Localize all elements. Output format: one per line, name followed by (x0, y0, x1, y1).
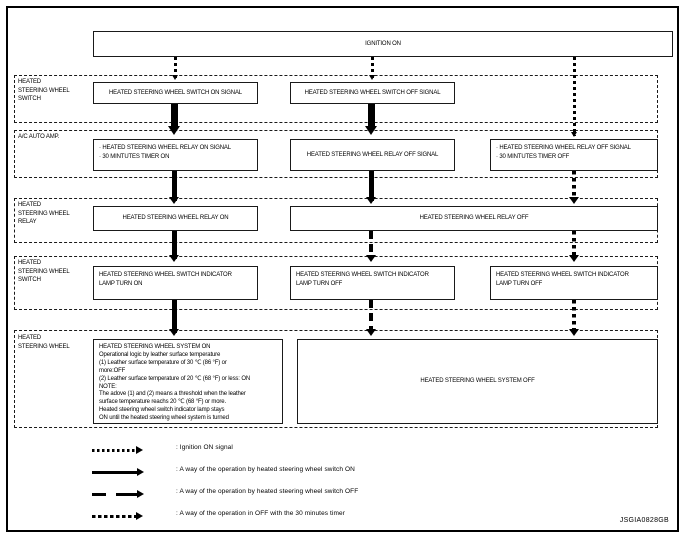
legend-row-switch-on: : A way of the operation by heated steer… (92, 462, 522, 484)
arrowhead-indicator-to-system-col2 (366, 329, 376, 336)
box-relay-off-signal-timer: · HEATED STEERING WHEEL RELAY OFF SIGNAL… (490, 139, 658, 171)
legend-text-ignition: : Ignition ON signal (176, 444, 233, 451)
box-indicator-on-line-1: HEATED STEERING WHEEL SWITCH INDICATOR (99, 272, 232, 278)
arrowhead-ignition-col3 (571, 132, 577, 137)
box-indicator-lamp-off-mid: HEATED STEERING WHEEL SWITCH INDICATOR L… (290, 266, 455, 300)
box-relay-off-signal-mid: HEATED STEERING WHEEL RELAY OFF SIGNAL (290, 139, 455, 171)
system-on-line-5: (2) Leather surface temperature of 20 ℃ … (99, 375, 251, 382)
band-label-switch-2: HEATED STEERING WHEEL SWITCH (18, 260, 70, 284)
box-relay-on-signal-line-2: · 30 MINTUTES TIMER ON (99, 153, 170, 160)
arrowhead-indicator-to-system-col1 (169, 329, 179, 336)
connector-indicator-to-system-col1 (172, 300, 177, 333)
ignition-signal-icon (92, 440, 164, 462)
band-label-heated-steering-wheel: HEATED STEERING WHEEL (18, 335, 70, 350)
band-label-ac-auto-amp: A/C AUTO AMP. (18, 134, 60, 140)
arrowhead-amp-to-relay-col3 (569, 197, 579, 204)
arrowhead-amp-to-relay-col2 (366, 197, 376, 204)
system-on-line-2: Operational logic by leather surface tem… (99, 351, 221, 358)
connector-relay-to-indicator-col1 (172, 231, 177, 259)
box-indicator-off-mid-line-1: HEATED STEERING WHEEL SWITCH INDICATOR (296, 272, 429, 278)
connector-switch-on-to-amp (171, 104, 178, 128)
band-label-relay: HEATED STEERING WHEEL RELAY (18, 202, 70, 226)
legend-text-timer: : A way of the operation in OFF with the… (176, 510, 345, 517)
system-on-line-7: The adove (1) and (2) means a threshold … (99, 391, 246, 398)
timer-off-arrow-icon (92, 506, 164, 528)
system-on-line-3: (1) Leather surface temperature of 30 ℃ … (99, 359, 227, 366)
connector-relay-to-indicator-col2 (369, 231, 373, 259)
connector-amp-to-relay-col3 (572, 171, 576, 201)
connector-ignition-col1 (174, 57, 177, 78)
box-relay-off: HEATED STEERING WHEEL RELAY OFF (290, 206, 658, 231)
switch-off-arrow-icon (92, 484, 164, 506)
band-heated-steering-wheel-switch-1 (14, 75, 658, 123)
box-system-on-detail: HEATED STEERING WHEEL SYSTEM ON Operatio… (93, 339, 283, 424)
legend-row-ignition: : Ignition ON signal (92, 440, 522, 462)
arrowhead-ignition-col1 (172, 75, 178, 80)
box-switch-on-signal: HEATED STEERING WHEEL SWITCH ON SIGNAL (93, 82, 258, 104)
box-indicator-lamp-on: HEATED STEERING WHEEL SWITCH INDICATOR L… (93, 266, 258, 300)
connector-indicator-to-system-col2 (369, 300, 373, 333)
system-on-line-8: surface temperature reachs 20 ℃ (68 °F) … (99, 399, 226, 406)
connector-ignition-col3 (573, 57, 576, 136)
figure-code: JSGIA0828GB (619, 517, 669, 524)
box-relay-off-timer-line-1: · HEATED STEERING WHEEL RELAY OFF SIGNAL (496, 145, 631, 151)
figure-frame (6, 6, 679, 532)
box-indicator-off-right-line-1: HEATED STEERING WHEEL SWITCH INDICATOR (496, 272, 629, 278)
system-on-line-6: NOTE: (99, 383, 117, 390)
arrowhead-relay-to-indicator-col2 (366, 255, 376, 262)
arrowhead-switch-on-to-amp (168, 126, 180, 135)
connector-relay-to-indicator-col3 (572, 231, 576, 259)
box-indicator-lamp-off-right: HEATED STEERING WHEEL SWITCH INDICATOR L… (490, 266, 658, 300)
system-on-line-9: Heated steering wheel switch indicator l… (99, 407, 225, 414)
connector-switch-off-to-amp (368, 104, 375, 128)
system-on-line-4: more:OFF (99, 367, 126, 374)
arrowhead-switch-off-to-amp (365, 126, 377, 135)
box-relay-off-timer-line-2: · 30 MINTUTES TIMER OFF (496, 153, 570, 160)
box-indicator-on-line-2: LAMP TURN ON (99, 280, 143, 287)
box-relay-on: HEATED STEERING WHEEL RELAY ON (93, 206, 258, 231)
legend-text-switch-on: : A way of the operation by heated steer… (176, 466, 355, 473)
connector-ignition-col2 (371, 57, 374, 78)
band-label-switch-1: HEATED STEERING WHEEL SWITCH (18, 79, 70, 103)
box-indicator-off-mid-line-2: LAMP TURN OFF (296, 280, 343, 287)
legend-row-switch-off: : A way of the operation by heated steer… (92, 484, 522, 506)
system-on-line-1: HEATED STEERING WHEEL SYSTEM ON (99, 344, 211, 350)
box-switch-off-signal: HEATED STEERING WHEEL SWITCH OFF SIGNAL (290, 82, 455, 104)
box-relay-on-signal-line-1: · HEATED STEERING WHEEL RELAY ON SIGNAL (99, 145, 231, 151)
box-system-off: HEATED STEERING WHEEL SYSTEM OFF (297, 339, 658, 424)
arrowhead-ignition-col2 (369, 75, 375, 80)
arrowhead-relay-to-indicator-col3 (569, 255, 579, 262)
connector-amp-to-relay-col1 (172, 171, 177, 201)
connector-indicator-to-system-col3 (572, 300, 576, 333)
box-indicator-off-right-line-2: LAMP TURN OFF (496, 280, 543, 287)
legend-text-switch-off: : A way of the operation by heated steer… (176, 488, 359, 495)
system-on-line-10: ON until the heated steering wheel syste… (99, 415, 229, 422)
arrowhead-amp-to-relay-col1 (169, 197, 179, 204)
legend-row-timer: : A way of the operation in OFF with the… (92, 506, 522, 528)
legend: : Ignition ON signal : A way of the oper… (92, 440, 522, 528)
switch-on-arrow-icon (92, 462, 164, 484)
arrowhead-relay-to-indicator-col1 (169, 255, 179, 262)
connector-amp-to-relay-col2 (369, 171, 374, 201)
arrowhead-indicator-to-system-col3 (569, 329, 579, 336)
box-ignition-on: IGNITION ON (93, 31, 673, 57)
box-relay-on-signal: · HEATED STEERING WHEEL RELAY ON SIGNAL … (93, 139, 258, 171)
